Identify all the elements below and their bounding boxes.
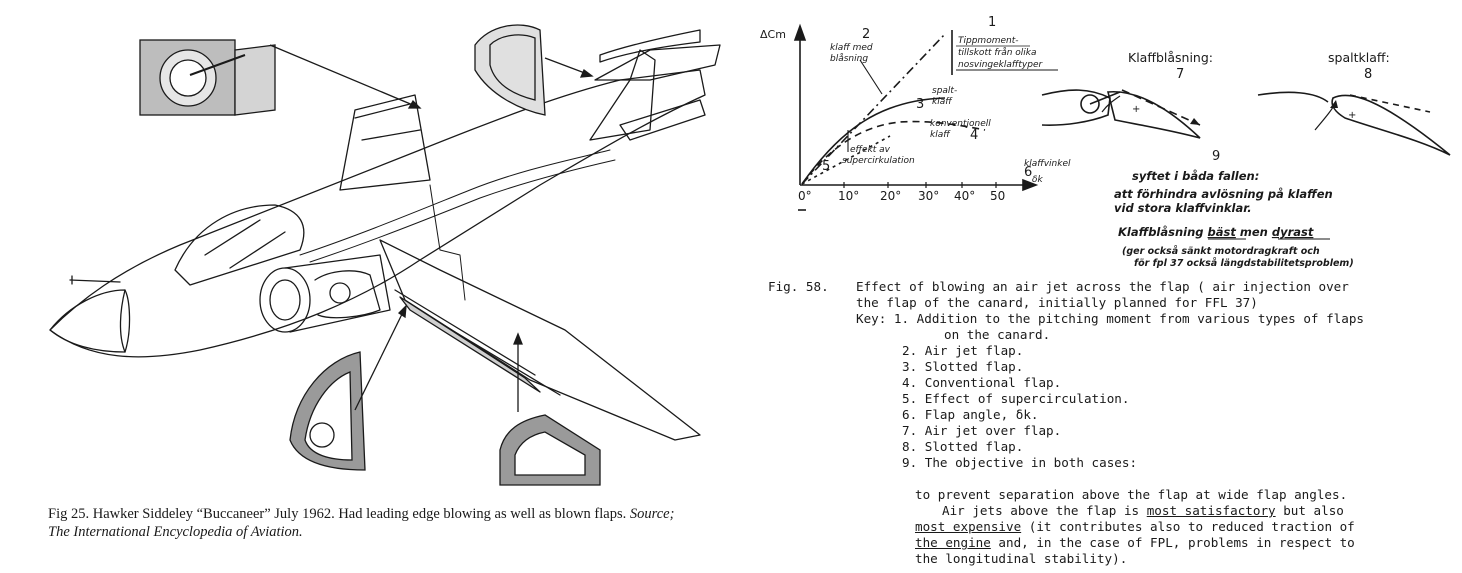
note-9-paren-line: för fpl 37 också längdstabilitetsproblem…	[1134, 258, 1354, 269]
figure-58-key-item: 6. Flap angle, δk.	[902, 407, 1039, 422]
engine-nacelle	[259, 267, 311, 333]
figure-58-key-item: 2. Air jet flap.	[902, 343, 1024, 358]
figure-58-key-item: 8. Slotted flap.	[902, 439, 1024, 454]
curve-supercirculation	[801, 135, 891, 185]
note-9-paren-line: (ger också sänkt motordragkraft och	[1122, 246, 1320, 257]
x-axis-label: klaffvinkel	[1024, 159, 1071, 169]
canopy	[174, 204, 305, 286]
airfoil-7-diagram	[1041, 89, 1201, 139]
curve-air-jet-flap	[801, 33, 946, 185]
x-axis-arrow	[1022, 178, 1039, 192]
label-6-number: 6	[1024, 165, 1032, 180]
figure-58-label: Fig. 58.	[768, 279, 829, 294]
figure-58-objective-line: the engine and, in the case of FPL, prob…	[915, 535, 1355, 550]
inset-leading-edge	[474, 24, 546, 116]
label-2-number: 2	[862, 27, 870, 42]
label-2-text: klaff med	[830, 43, 873, 53]
svg-text:+: +	[1132, 104, 1140, 115]
caption-source: Source; The International Encyclopedia o…	[48, 506, 675, 540]
label-3-text: spalt-	[932, 86, 957, 96]
y-axis-label: ΔCm	[760, 28, 786, 41]
figure-58-key-item: 9. The objective in both cases:	[902, 455, 1138, 470]
buccaneer-cutaway-drawing	[49, 24, 721, 486]
label-4-number: 4	[970, 128, 978, 143]
x-tick-label: 10°	[838, 189, 859, 203]
inset-engine-detail	[139, 39, 276, 116]
flap-moment-graph: ΔCm klaffvinkel δk 0° 10° 20° 30° 40° 50…	[760, 15, 1451, 269]
figure-58-objective-line: the longitudinal stability).	[915, 551, 1128, 566]
aircraft-illustration-panel: Fig 25. Hawker Siddeley “Buccaneer” July…	[0, 0, 721, 573]
figure-58-objective-line: to prevent separation above the flap at …	[915, 487, 1348, 502]
inset-blown-section-right	[499, 414, 601, 486]
tail-fin	[589, 49, 656, 141]
upper-wing	[339, 94, 431, 191]
x-tick-label: 20°	[880, 189, 901, 203]
figure-58-objective-line: most expensive (it contributes also to r…	[915, 519, 1355, 534]
airfoil-7-title: Klaffblåsning:	[1128, 50, 1213, 65]
figure-58-key-1-cont: on the canard.	[944, 327, 1051, 342]
label-5-number: 5	[822, 159, 830, 174]
curve-slotted-flap	[801, 97, 946, 185]
y-axis-arrow	[793, 23, 807, 41]
label-1-number: 1	[988, 15, 996, 30]
figure-58-key-intro: Key: 1. Addition to the pitching moment …	[856, 311, 1364, 326]
x-axis-symbol: δk	[1032, 175, 1044, 185]
x-tick-label: 0°	[798, 189, 812, 203]
leader-arrow	[269, 44, 421, 109]
note-9-line: syftet i båda fallen:	[1132, 169, 1259, 183]
figure-58-caption-line: the flap of the canard, initially planne…	[856, 295, 1258, 310]
x-tick-label: 40°	[954, 189, 975, 203]
inset-blown-section-left	[289, 351, 366, 471]
note-9-number: 9	[1212, 149, 1220, 164]
note-9-best-line: Klaffblåsning bäst men dyrast	[1118, 225, 1314, 239]
figure-58-key-item: 5. Effect of supercirculation.	[902, 391, 1130, 406]
note-9-line: vid stora klaffvinklar.	[1114, 201, 1252, 215]
figure-58-key-item: 4. Conventional flap.	[902, 375, 1062, 390]
tailplane	[594, 44, 721, 81]
label-3-text: klaff	[932, 97, 953, 107]
airfoil-8-diagram	[1257, 91, 1451, 156]
x-tick-label: 50	[990, 189, 1005, 203]
figure-58-key-item: 3. Slotted flap.	[902, 359, 1024, 374]
leader-arrow	[354, 307, 406, 411]
figure-58-objective-line: Air jets above the flap is most satisfac…	[942, 503, 1344, 518]
note-9-line: att förhindra avlösning på klaffen	[1114, 187, 1333, 201]
caption-main-text: Fig 25. Hawker Siddeley “Buccaneer” July…	[48, 506, 630, 522]
nose-cone	[49, 289, 126, 353]
svg-text:+: +	[1348, 110, 1356, 121]
figure-58-key-item: 7. Air jet over flap.	[902, 423, 1062, 438]
figure-58-panel: ΔCm klaffvinkel δk 0° 10° 20° 30° 40° 50…	[730, 0, 1462, 573]
label-1-text: nosvingeklafftyper	[958, 60, 1044, 70]
label-1-text: tillskott från olika	[958, 47, 1037, 58]
x-tick-label: 30°	[918, 189, 939, 203]
main-wing	[379, 239, 701, 441]
label-4-text: konventjonell	[930, 119, 991, 129]
label-3-number: 3	[916, 97, 924, 112]
label-5-text: effekt av	[850, 145, 891, 155]
label-4-text: klaff	[930, 130, 951, 140]
figure-25-caption: Fig 25. Hawker Siddeley “Buccaneer” July…	[48, 505, 678, 541]
airfoil-8-number: 8	[1364, 67, 1372, 82]
label-2-text: blåsning	[830, 53, 868, 64]
airfoil-7-number: 7	[1176, 67, 1184, 82]
curve-conventional-flap	[801, 120, 986, 185]
figure-58-caption-line: Effect of blowing an air jet across the …	[856, 279, 1349, 294]
airfoil-8-title: spaltklaff:	[1328, 50, 1390, 65]
label-5-text: supercirkulation	[842, 156, 915, 166]
label-1-text: Tippmoment-	[958, 36, 1018, 46]
